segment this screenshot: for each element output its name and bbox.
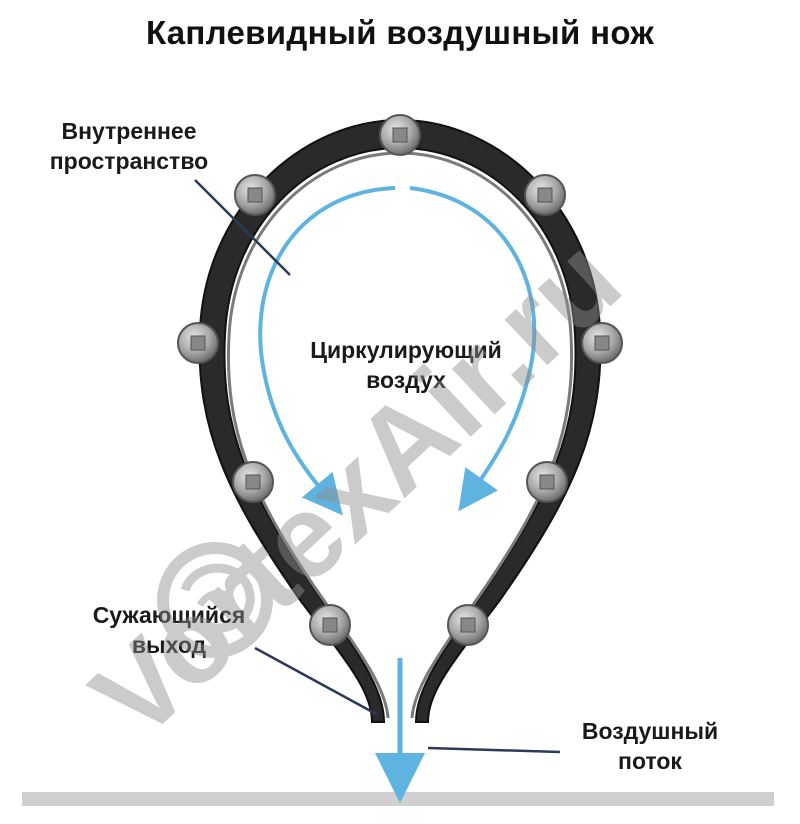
label-circulating-air-line1: Циркулирующий (310, 337, 502, 363)
bolt (309, 604, 351, 646)
bolt (524, 174, 566, 216)
label-circulating-air: Циркулирующий воздух (286, 335, 526, 395)
frame-outer-band (198, 118, 602, 723)
label-airflow-line1: Воздушный (581, 718, 719, 744)
bolt (447, 604, 489, 646)
label-inner-space-line1: Внутреннее (61, 118, 197, 144)
label-circulating-air-line2: воздух (366, 367, 446, 393)
label-narrowing-exit-line2: выход (131, 632, 207, 658)
bolt (232, 461, 274, 503)
bolt (234, 174, 276, 216)
label-narrowing-exit-line1: Сужающийся (92, 602, 246, 628)
circulating-air-arrow-left (258, 186, 396, 516)
label-inner-space-line2: пространство (49, 148, 209, 174)
bolt (177, 322, 219, 364)
bolt (379, 114, 421, 156)
leader-inner-space (194, 179, 291, 276)
bolt (581, 322, 623, 364)
leader-airflow (427, 746, 561, 754)
label-airflow: Воздушный поток (560, 716, 740, 776)
circulating-air-arrow-right (409, 186, 537, 512)
floor-surface (22, 792, 774, 806)
frame-bolts (177, 114, 623, 646)
label-narrowing-exit: Сужающийся выход (74, 600, 264, 660)
diagram-title: Каплевидный воздушный нож (145, 14, 655, 51)
frame-inner-rim (226, 151, 574, 719)
leader-narrowing-exit (254, 646, 379, 717)
bolt (526, 461, 568, 503)
label-airflow-line2: поток (618, 748, 682, 774)
label-inner-space: Внутреннее пространство (36, 116, 222, 176)
